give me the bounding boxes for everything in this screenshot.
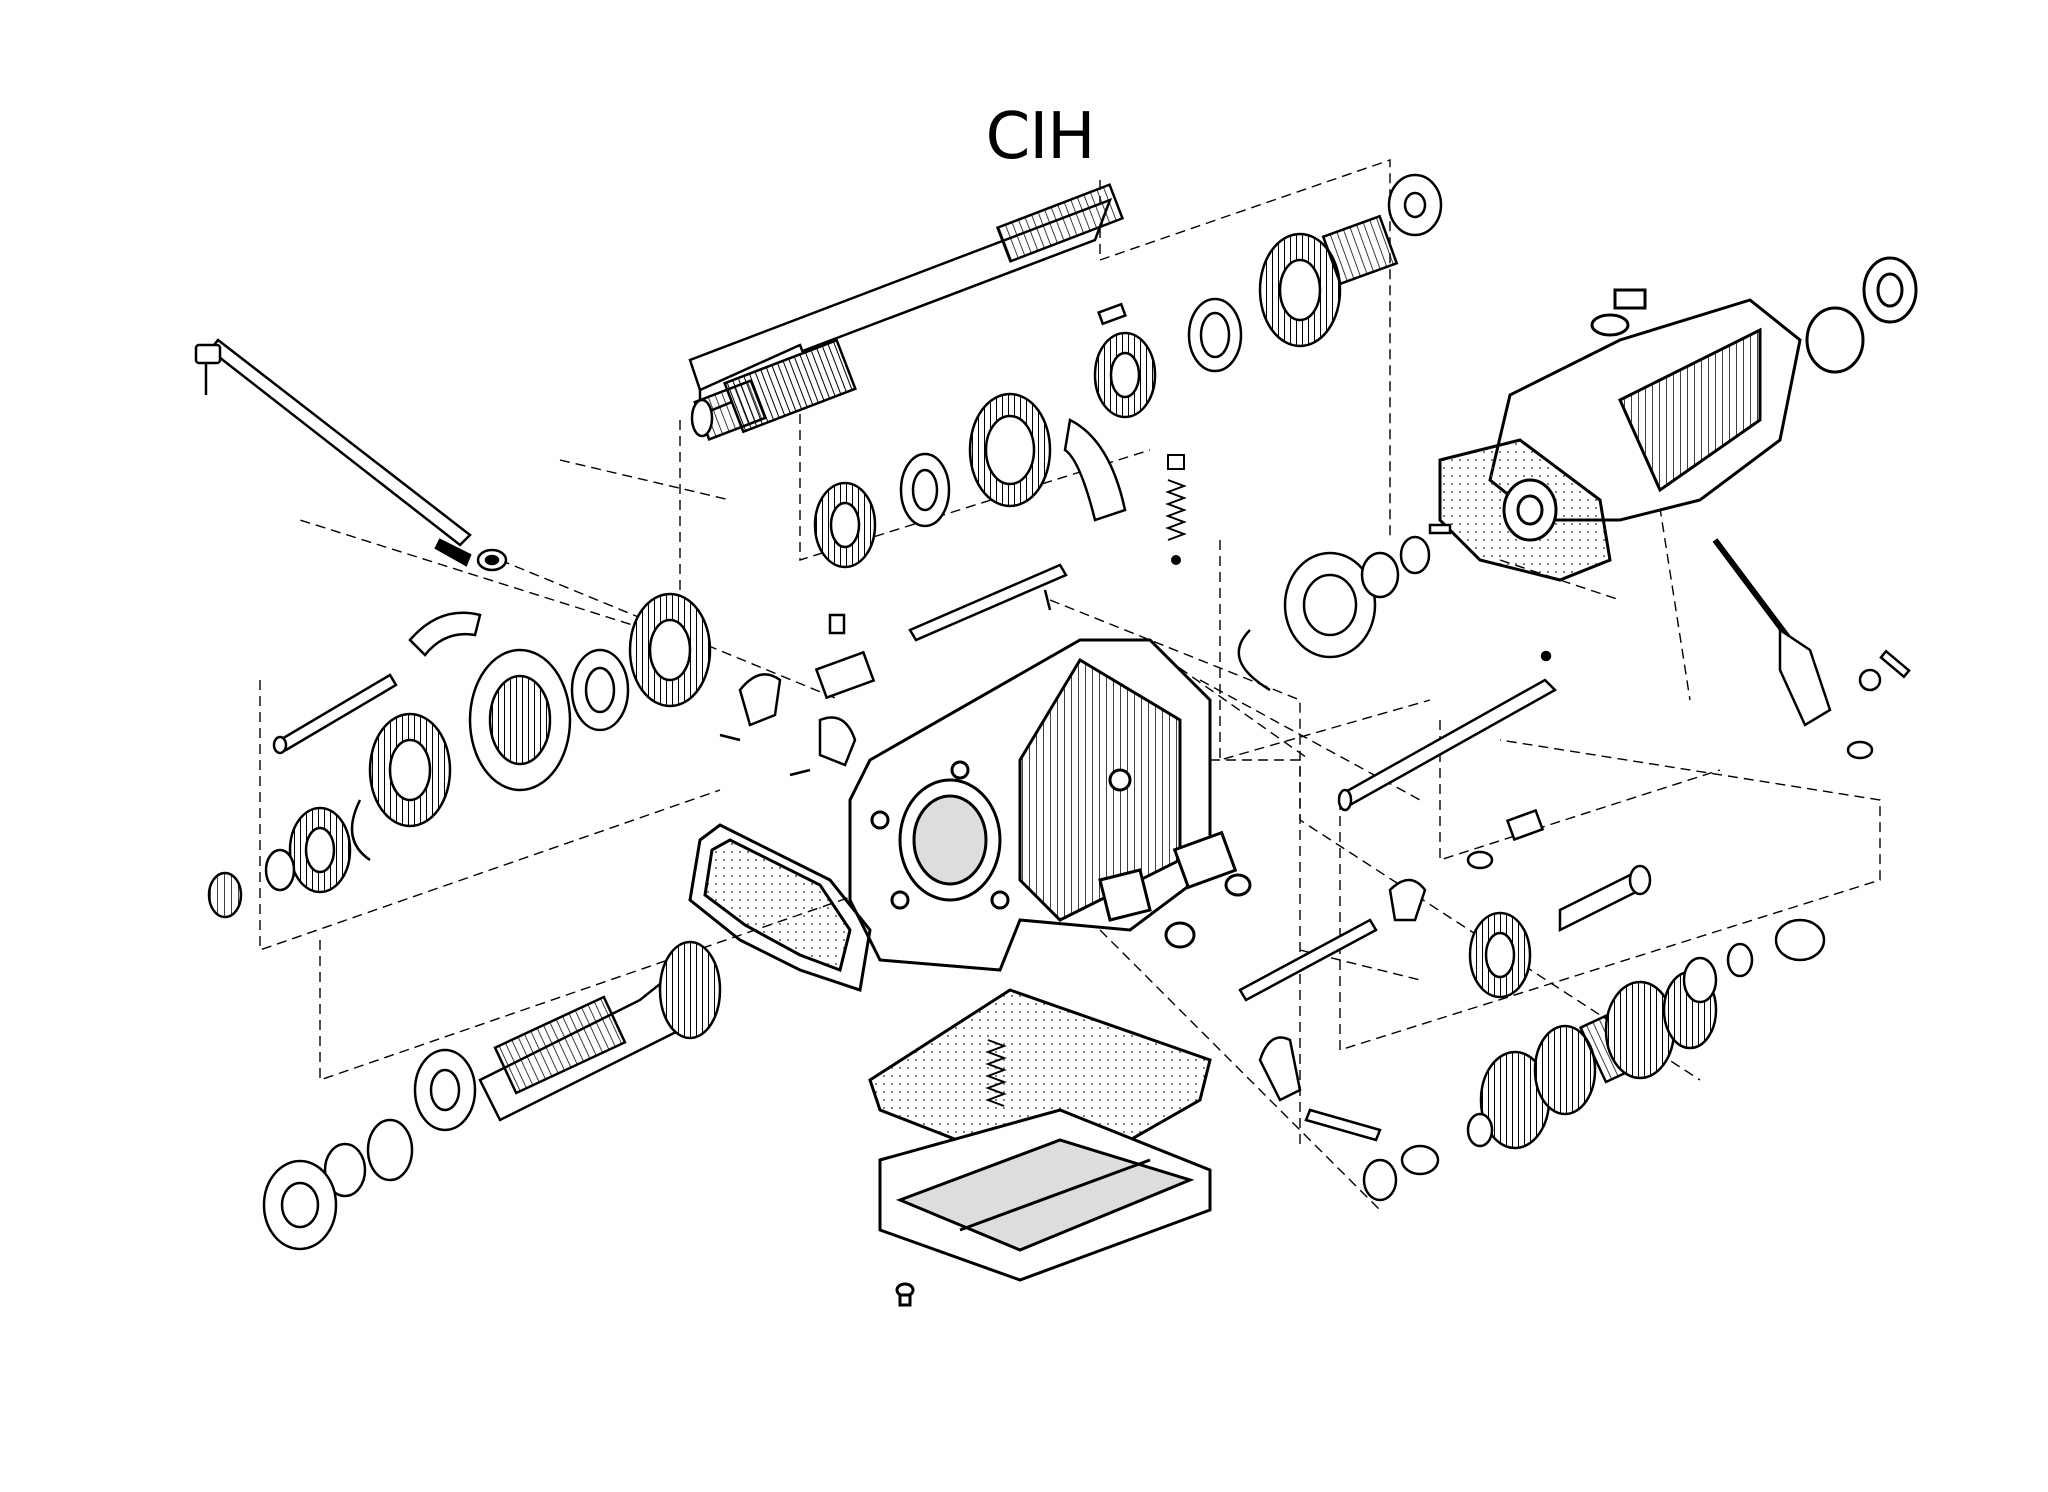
speedometer-drive — [1712, 538, 1911, 760]
countershaft-cluster — [1362, 918, 1826, 1202]
upper-gear-train — [813, 173, 1443, 569]
shift-forks — [719, 673, 857, 777]
detent-spring-lower — [985, 1039, 1007, 1107]
selector-rod-top-left — [194, 338, 508, 572]
countershaft-rod — [1337, 650, 1558, 812]
output-bearings — [1237, 523, 1452, 692]
input-shaft — [262, 940, 722, 1251]
front-gasket — [688, 823, 872, 992]
reverse-gear-group — [1238, 808, 1652, 1142]
extension-housing — [1438, 256, 1918, 582]
diagram-title: CIH — [985, 100, 1096, 174]
detent-spring-upper — [1165, 454, 1187, 565]
gearbox-housing — [848, 638, 1252, 972]
shift-rail-center — [814, 563, 1068, 700]
main-shaft — [688, 183, 1125, 442]
bottom-cover — [868, 988, 1212, 1307]
left-synchronizer-group — [207, 592, 712, 919]
